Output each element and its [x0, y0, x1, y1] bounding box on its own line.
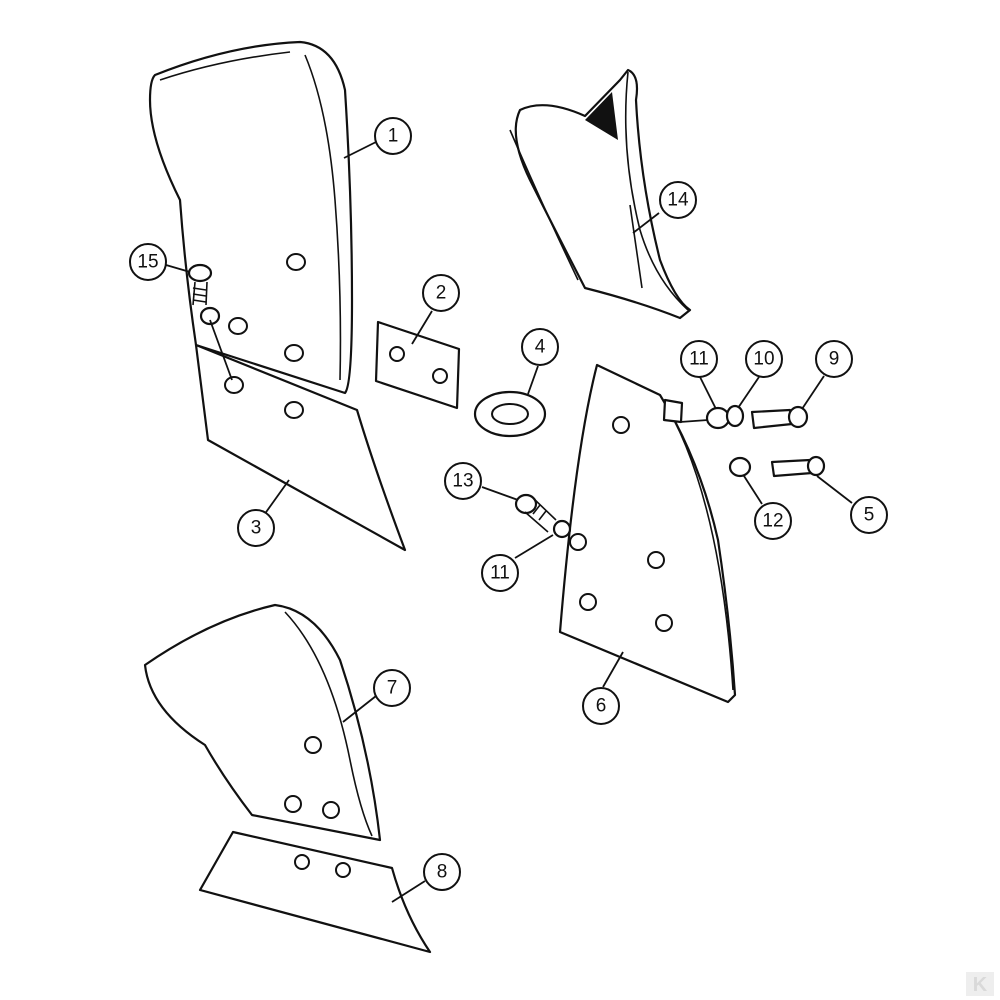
callout-6: 6	[582, 687, 620, 725]
leader-lines	[165, 141, 853, 903]
callout-5: 5	[850, 496, 888, 534]
svg-text:13: 13	[452, 471, 473, 492]
callout-10: 10	[745, 340, 783, 378]
part-14-landside	[509, 68, 692, 320]
svg-text:11: 11	[490, 563, 510, 584]
callout-12: 12	[754, 502, 792, 540]
callout-15: 15	[129, 243, 167, 281]
svg-text:12: 12	[762, 511, 783, 532]
svg-text:K: K	[973, 974, 988, 996]
part-6-frog	[558, 363, 737, 704]
svg-text:2: 2	[436, 283, 447, 304]
svg-text:1: 1	[388, 126, 399, 147]
svg-text:7: 7	[387, 678, 398, 699]
callout-9: 9	[815, 340, 853, 378]
part-hardware-upper	[679, 404, 809, 430]
svg-text:9: 9	[829, 349, 840, 370]
callout-1: 1	[374, 117, 412, 155]
svg-text:14: 14	[667, 190, 689, 211]
svg-text:10: 10	[753, 349, 774, 370]
watermark-logo: K	[966, 972, 994, 996]
svg-text:15: 15	[137, 252, 158, 273]
callout-4: 4	[521, 328, 559, 366]
callout-14: 14	[659, 181, 697, 219]
svg-text:6: 6	[596, 696, 607, 717]
part-15-bolt	[187, 263, 233, 381]
callout-2: 2	[422, 274, 460, 312]
part-7-mouldboard	[143, 603, 382, 842]
part-8-share	[198, 830, 432, 954]
callout-13: 13	[444, 462, 482, 500]
svg-text:8: 8	[437, 862, 448, 883]
svg-text:11: 11	[689, 349, 709, 370]
svg-text:4: 4	[535, 337, 546, 358]
svg-text:3: 3	[251, 518, 262, 539]
part-13-bolt	[514, 493, 572, 539]
part-2-plate	[374, 320, 461, 410]
callout-7: 7	[373, 669, 411, 707]
part-4-washer	[473, 390, 547, 438]
callout-8: 8	[423, 853, 461, 891]
callout-11-lower: 11	[481, 554, 519, 592]
callout-3: 3	[237, 509, 275, 547]
part-3-share	[194, 343, 407, 552]
part-1-mouldboard	[148, 40, 354, 395]
part-hardware-lower	[728, 455, 826, 478]
callout-11-upper: 11	[680, 340, 718, 378]
svg-text:5: 5	[864, 505, 875, 526]
